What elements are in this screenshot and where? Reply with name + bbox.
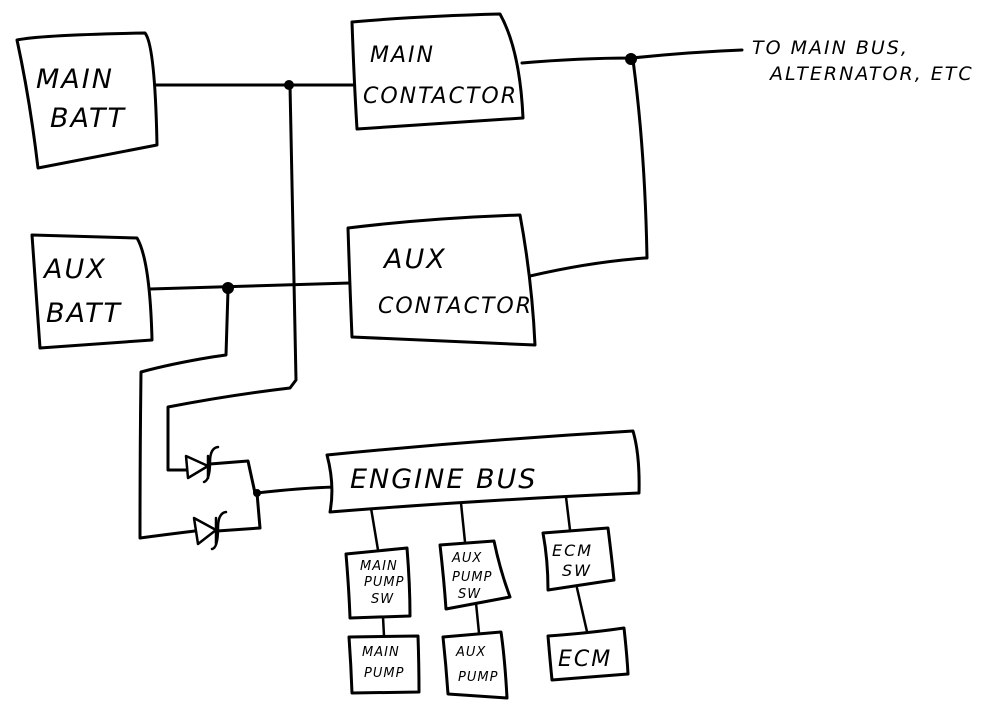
junction-dot-aux [222,282,234,294]
main-pump-sw-label-2: PUMP [364,575,404,590]
main-pump-label-2: PUMP [364,666,404,681]
aux-pump-sw-box: AUX PUMP SW [438,539,512,611]
wire-diodes-to-engine-bus [255,485,337,495]
diode-fuse-icon-1 [184,445,220,484]
engine-bus-label: ENGINE BUS [350,464,537,495]
output-note-line-1: TO MAIN BUS, [752,37,909,59]
output-note-line-2: ALTERNATOR, ETC [768,63,974,85]
junction-dot-main [284,80,294,90]
aux-pump-label-2: PUMP [458,670,498,685]
main-batt-box: MAIN BATT [15,31,159,170]
aux-contactor-label-2: CONTACTOR [378,294,533,319]
wire-diode-1-out [208,459,257,495]
wire-aux-pump-sw-to-pump [474,601,481,635]
wire-bus-to-aux-pump-sw [459,501,467,544]
aux-pump-sw-label-2: PUMP [452,570,492,585]
wire-aux-batt-to-aux-contactor [148,281,352,291]
aux-batt-box: AUX BATT [30,233,154,350]
aux-batt-label-2: BATT [46,298,123,329]
junction-dot-diodes [253,489,261,497]
wire-ecm-sw-to-ecm [575,586,590,638]
ecm-sw-box: ECM SW [541,526,616,592]
wire-output-to-aux-contactor [528,58,649,278]
wire-main-bus-to-diode-1 [166,83,298,472]
main-contactor-box: MAIN CONTACTOR [350,12,525,131]
main-contactor-label-2: CONTACTOR [363,84,518,109]
main-batt-label-2: BATT [50,103,127,134]
ecm-box: ECM [546,626,630,682]
aux-pump-label-1: AUX [455,645,486,660]
aux-pump-box: AUX PUMP [441,630,509,700]
main-pump-sw-label-3: SW [371,592,394,607]
wire-diode-2-out [215,491,262,533]
wire-main-pump-sw-to-pump [381,615,386,638]
main-batt-label-1: MAIN [36,64,114,95]
main-pump-label-1: MAIN [362,645,400,660]
aux-pump-sw-label-3: SW [458,587,481,602]
engine-bus-box: ENGINE BUS [325,429,641,514]
aux-batt-label-1: AUX [42,254,107,285]
wire-aux-bus-to-diode-2 [138,288,230,540]
main-pump-sw-box: MAIN PUMP SW [344,546,412,620]
aux-pump-sw-label-1: AUX [451,551,482,566]
wires [138,48,744,638]
output-note: TO MAIN BUS, ALTERNATOR, ETC [752,37,974,85]
aux-contactor-box: AUX CONTACTOR [346,213,537,347]
main-contactor-label-1: MAIN [370,43,435,68]
ecm-label: ECM [558,647,612,672]
diode-fuse-icon-2 [192,510,228,551]
ecm-sw-label-1: ECM [552,541,593,560]
wire-bus-to-ecm-sw [564,495,572,532]
main-pump-box: MAIN PUMP [347,634,421,695]
wire-bus-to-main-pump-sw [369,506,380,552]
main-pump-sw-label-1: MAIN [360,559,398,574]
aux-contactor-label-1: AUX [382,244,447,275]
junction-dot-output [625,53,637,65]
ecm-sw-label-2: SW [562,561,592,580]
